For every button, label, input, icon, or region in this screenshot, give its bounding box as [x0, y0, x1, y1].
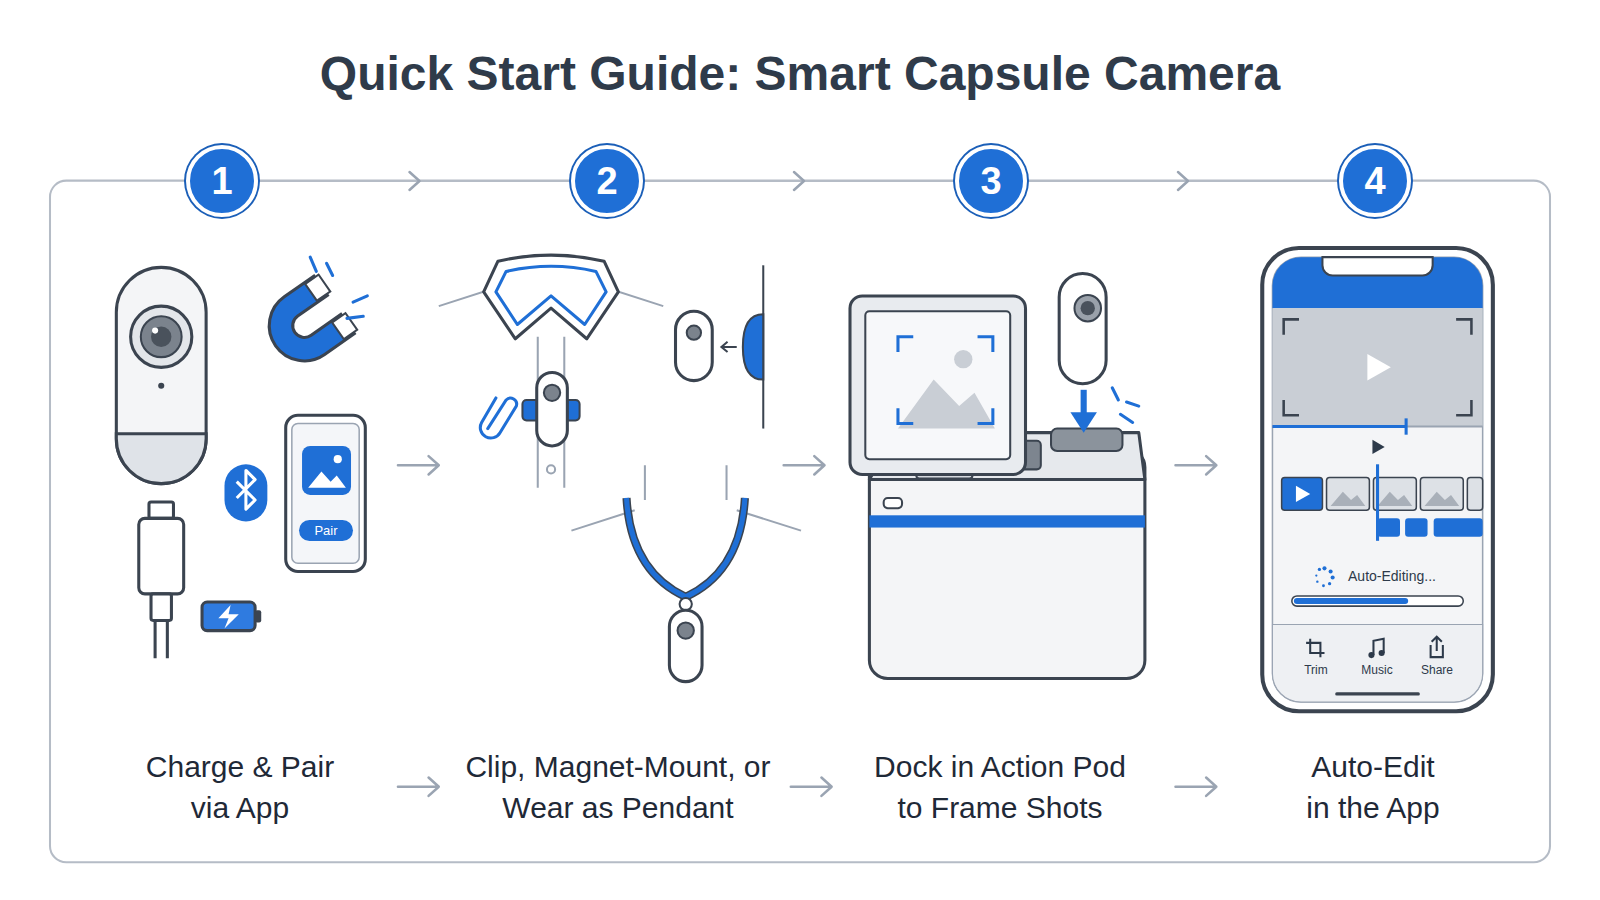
- step-caption: Auto-Edit in the App: [1298, 746, 1448, 828]
- step-number: 1: [186, 145, 258, 217]
- magnet-mount: [676, 265, 764, 428]
- connector-line: [1027, 180, 1339, 182]
- diagram-title: Quick Start Guide: Smart Capsule Camera: [0, 44, 1600, 104]
- step-caption: Charge & Pair via App: [133, 746, 348, 828]
- arrow-head: [794, 172, 804, 190]
- toolbar-label: Trim: [1286, 662, 1346, 678]
- step-number: 4: [1339, 145, 1411, 217]
- step-caption: Dock in Action Pod to Frame Shots: [861, 746, 1139, 828]
- step-connector: [258, 172, 571, 190]
- connector-line: [258, 180, 571, 182]
- node-text: 1: [211, 160, 232, 203]
- step-number: 2: [571, 145, 643, 217]
- node-text: 3: [980, 160, 1001, 203]
- paperclip-icon: [480, 398, 516, 438]
- toolbar-label: Music: [1347, 662, 1407, 678]
- step-connector: [1027, 172, 1339, 190]
- status-text: Auto-Editing...: [1322, 567, 1462, 585]
- usb-cable: [139, 502, 184, 658]
- phone-small: [286, 415, 366, 571]
- node-text: Pair: [314, 523, 337, 538]
- pair-button: Pair: [299, 520, 353, 541]
- battery-icon: [202, 602, 261, 631]
- step-number: 3: [955, 145, 1027, 217]
- clip-camera: [522, 372, 579, 445]
- shirt-collar: [439, 255, 663, 488]
- step-caption: Clip, Magnet-Mount, or Wear as Pendant: [463, 746, 773, 828]
- bluetooth-badge: [224, 464, 267, 521]
- outer-frame: [50, 181, 1550, 863]
- pendant: [571, 465, 801, 681]
- magnet-icon: [266, 257, 367, 367]
- docking-camera: [1059, 273, 1139, 432]
- arrow-head: [1178, 172, 1188, 190]
- toolbar-label: Share: [1407, 662, 1467, 678]
- arrow-head: [410, 172, 420, 190]
- phone-editor: [1262, 248, 1493, 711]
- connector-line: [643, 180, 955, 182]
- node-text: 2: [596, 160, 617, 203]
- step-connector: [643, 172, 955, 190]
- capsule-camera: [116, 267, 206, 483]
- node-text: 4: [1364, 160, 1385, 203]
